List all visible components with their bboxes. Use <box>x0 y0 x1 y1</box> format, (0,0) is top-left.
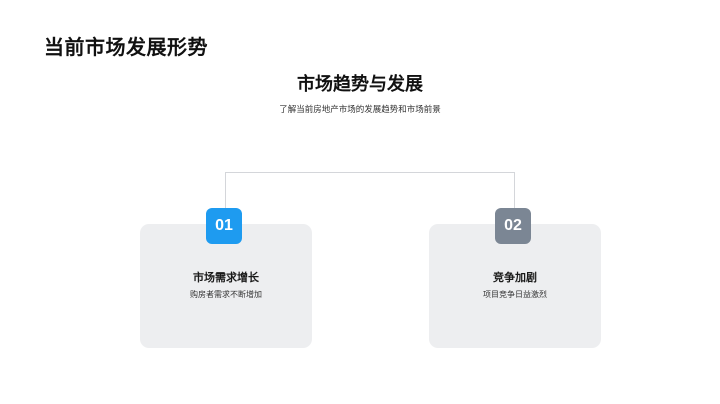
card-market-demand: 市场需求增长 购房者需求不断增加 <box>140 224 312 348</box>
section-subtitle: 了解当前房地产市场的发展趋势和市场前景 <box>279 105 441 115</box>
number-badge-02: 02 <box>495 208 531 244</box>
connector-right-drop <box>514 172 515 209</box>
connector-horizontal-line <box>225 172 515 173</box>
section-title: 市场趋势与发展 <box>297 74 423 95</box>
card-title: 竞争加剧 <box>493 271 537 284</box>
card-description: 购房者需求不断增加 <box>190 290 262 299</box>
card-title: 市场需求增长 <box>193 271 259 284</box>
connector-left-drop <box>225 172 226 209</box>
card-description: 项目竞争日益激烈 <box>483 290 547 299</box>
card-competition: 竞争加剧 项目竞争日益激烈 <box>429 224 601 348</box>
page-title: 当前市场发展形势 <box>44 35 208 59</box>
number-badge-01: 01 <box>206 208 242 244</box>
